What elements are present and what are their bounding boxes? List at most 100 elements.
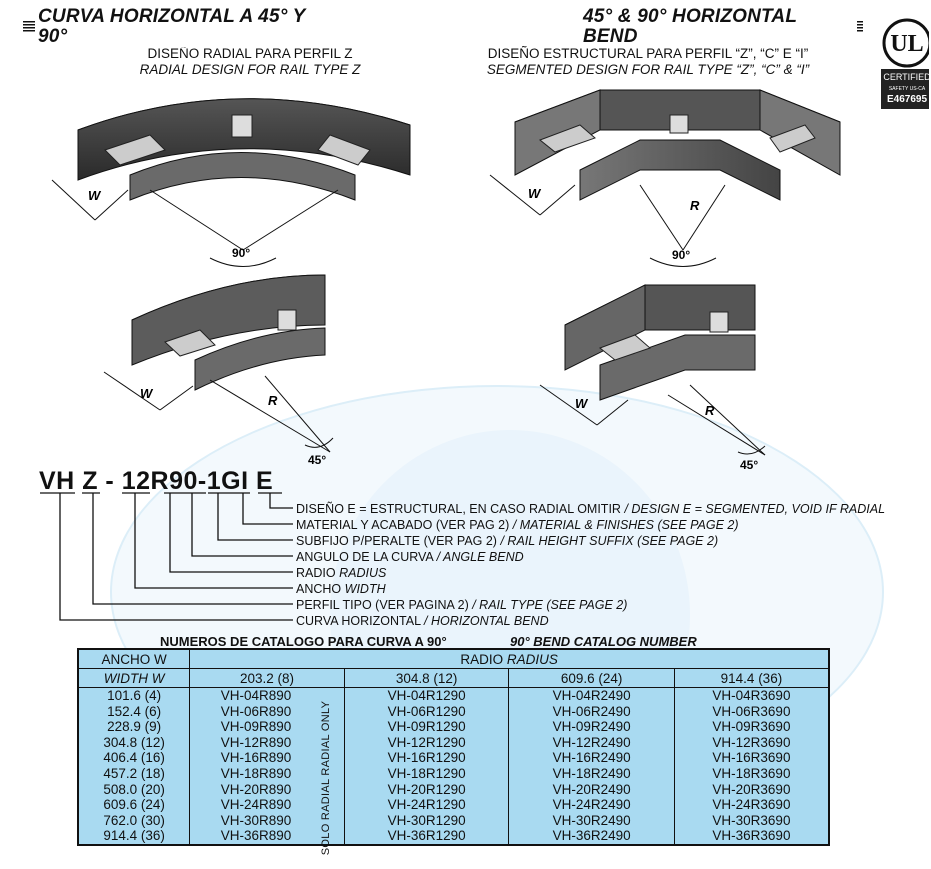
catalog-number-cell: VH-20R3690	[673, 781, 830, 798]
catalog-number-cell: VH-18R1290	[343, 765, 510, 782]
segmented-90-bend: W R 90°	[489, 89, 841, 267]
radius-col-1: 203.2 (8)	[189, 668, 345, 688]
angle-45-label-1: 45°	[308, 453, 326, 467]
catalog-number-cell: VH-04R3690	[673, 687, 830, 704]
catalog-number-cell: VH-30R1290	[343, 812, 510, 829]
catalog-title-es: NUMEROS DE CATALOGO PARA CURVA A 90°	[160, 634, 447, 649]
legend-width: ANCHO WIDTH	[296, 582, 386, 596]
code-part-vh: VH	[39, 467, 75, 495]
catalog-number-cell: VH-12R1290	[343, 734, 510, 751]
catalog-number-cell: VH-24R890	[189, 797, 345, 813]
r-label-3: R	[705, 403, 715, 418]
ul-safety: SAFETY US-CA	[889, 86, 926, 92]
w-label-2: W	[528, 186, 542, 201]
left-subtitle: DISEÑO RADIAL PARA PERFIL Z RADIAL DESIG…	[120, 46, 380, 78]
catalog-number-cell: VH-09R2490	[508, 719, 675, 735]
catalog-number-cell: VH-20R890	[189, 781, 345, 798]
catalog-number-cell: VH-36R1290	[343, 828, 510, 845]
catalog-number-cell: VH-18R890	[189, 765, 345, 782]
radial-45-bend: W R 45°	[103, 274, 334, 467]
right-subtitle-en: SEGMENTED DESIGN FOR RAIL TYPE “Z”, “C” …	[486, 62, 810, 77]
catalog-number-cell: VH-16R1290	[343, 750, 510, 766]
width-cell: 101.6 (4)	[77, 687, 191, 704]
ul-certified: CERTIFIED	[883, 72, 929, 82]
title-en: 45° & 90° HORIZONTAL BEND	[580, 7, 857, 47]
w-label-3: W	[140, 386, 154, 401]
catalog-number-cell: VH-09R3690	[673, 719, 830, 735]
radius-header: RADIO RADIUS	[189, 648, 830, 669]
catalog-code: VH Z - 12R90-1GI E	[39, 467, 273, 496]
width-header-es: ANCHO W	[77, 648, 191, 669]
radius-col-2: 304.8 (12)	[343, 668, 510, 688]
radial-only-note: SOLO RADIAL RADIAL ONLY	[320, 700, 332, 855]
legend-rail-type: PERFIL TIPO (VER PAGINA 2) / RAIL TYPE (…	[296, 598, 628, 612]
catalog-number-cell: VH-12R890	[189, 734, 345, 751]
w-label-1: W	[88, 188, 102, 203]
right-subtitle-es: DISEÑO ESTRUCTURAL PARA PERFIL “Z”, “C” …	[487, 46, 809, 61]
catalog-number-cell: VH-18R2490	[508, 765, 675, 782]
catalog-number-cell: VH-06R890	[189, 703, 345, 720]
angle-90-label-1: 90°	[232, 246, 250, 260]
code-part-material: GI	[221, 467, 249, 495]
width-cell: 762.0 (30)	[77, 812, 191, 829]
catalog-number-cell: VH-04R890	[189, 687, 345, 704]
width-header-en: WIDTH W	[77, 668, 191, 688]
ul-number: E467695	[887, 94, 927, 105]
legend-leader-lines	[40, 492, 293, 621]
catalog-number-cell: VH-16R890	[189, 750, 345, 766]
catalog-number-cell: VH-24R1290	[343, 797, 510, 813]
legend-horizontal-bend: CURVA HORIZONTAL / HORIZONTAL BEND	[296, 614, 549, 628]
catalog-number-cell: VH-30R890	[189, 812, 345, 829]
legend-radius: RADIO RADIUS	[296, 566, 387, 580]
banner-title-en: 45° & 90° HORIZONTAL BEND	[580, 7, 863, 47]
catalog-number-cell: VH-24R2490	[508, 797, 675, 813]
angle-45-label-2: 45°	[740, 458, 758, 472]
code-part-width: 12	[121, 467, 151, 495]
legend-material: MATERIAL Y ACABADO (VER PAG 2) / MATERIA…	[296, 518, 739, 532]
catalog-number-cell: VH-04R1290	[343, 687, 510, 704]
right-subtitle: DISEÑO ESTRUCTURAL PARA PERFIL “Z”, “C” …	[468, 46, 828, 78]
ul-mark: UL	[890, 31, 923, 57]
r-label-2: R	[268, 393, 278, 408]
catalog-number-cell: VH-30R2490	[508, 812, 675, 829]
width-cell: 228.9 (9)	[77, 719, 191, 735]
catalog-number-cell: VH-09R1290	[343, 719, 510, 735]
catalog-number-cell: VH-06R1290	[343, 703, 510, 720]
catalog-number-cell: VH-36R3690	[673, 828, 830, 845]
catalog-number-cell: VH-30R3690	[673, 812, 830, 829]
r-label-1: R	[690, 198, 700, 213]
code-part-angle: 90	[169, 467, 198, 495]
width-cell: 304.8 (12)	[77, 734, 191, 751]
width-cell: 152.4 (6)	[77, 703, 191, 720]
catalog-number-cell: VH-36R2490	[508, 828, 675, 845]
radius-col-4: 914.4 (36)	[673, 668, 830, 688]
w-label-4: W	[575, 396, 589, 411]
width-cell: 457.2 (18)	[77, 765, 191, 782]
radius-col-3: 609.6 (24)	[508, 668, 675, 688]
legend-height: SUBFIJO P/PERALTE (VER PAG 2) / RAIL HEI…	[296, 534, 719, 548]
left-subtitle-es: DISEÑO RADIAL PARA PERFIL Z	[147, 46, 353, 61]
code-part-height: -1	[197, 467, 222, 495]
catalog-number-cell: VH-06R3690	[673, 703, 830, 720]
catalog-number-cell: VH-16R3690	[673, 750, 830, 766]
catalog-number-cell: VH-06R2490	[508, 703, 675, 720]
catalog-number-cell: VH-36R890	[189, 828, 345, 845]
legend-design: DISEÑO E = ESTRUCTURAL, EN CASO RADIAL O…	[296, 502, 886, 516]
catalog-number-cell: VH-20R1290	[343, 781, 510, 798]
width-cell: 406.4 (16)	[77, 750, 191, 766]
radial-90-bend: W 90°	[51, 98, 411, 267]
catalog-number-cell: VH-24R3690	[673, 797, 830, 813]
ul-certified-logo: UL CERTIFIED SAFETY US-CA E467695	[881, 17, 931, 109]
left-subtitle-en: RADIAL DESIGN FOR RAIL TYPE Z	[139, 62, 361, 77]
title-es: CURVA HORIZONTAL A 45° Y 90°	[35, 7, 328, 47]
bend-diagrams: W 90° W R 90° W R 45°	[51, 89, 841, 472]
catalog-number-cell: VH-04R2490	[508, 687, 675, 704]
catalog-number-cell: VH-09R890	[189, 719, 345, 735]
